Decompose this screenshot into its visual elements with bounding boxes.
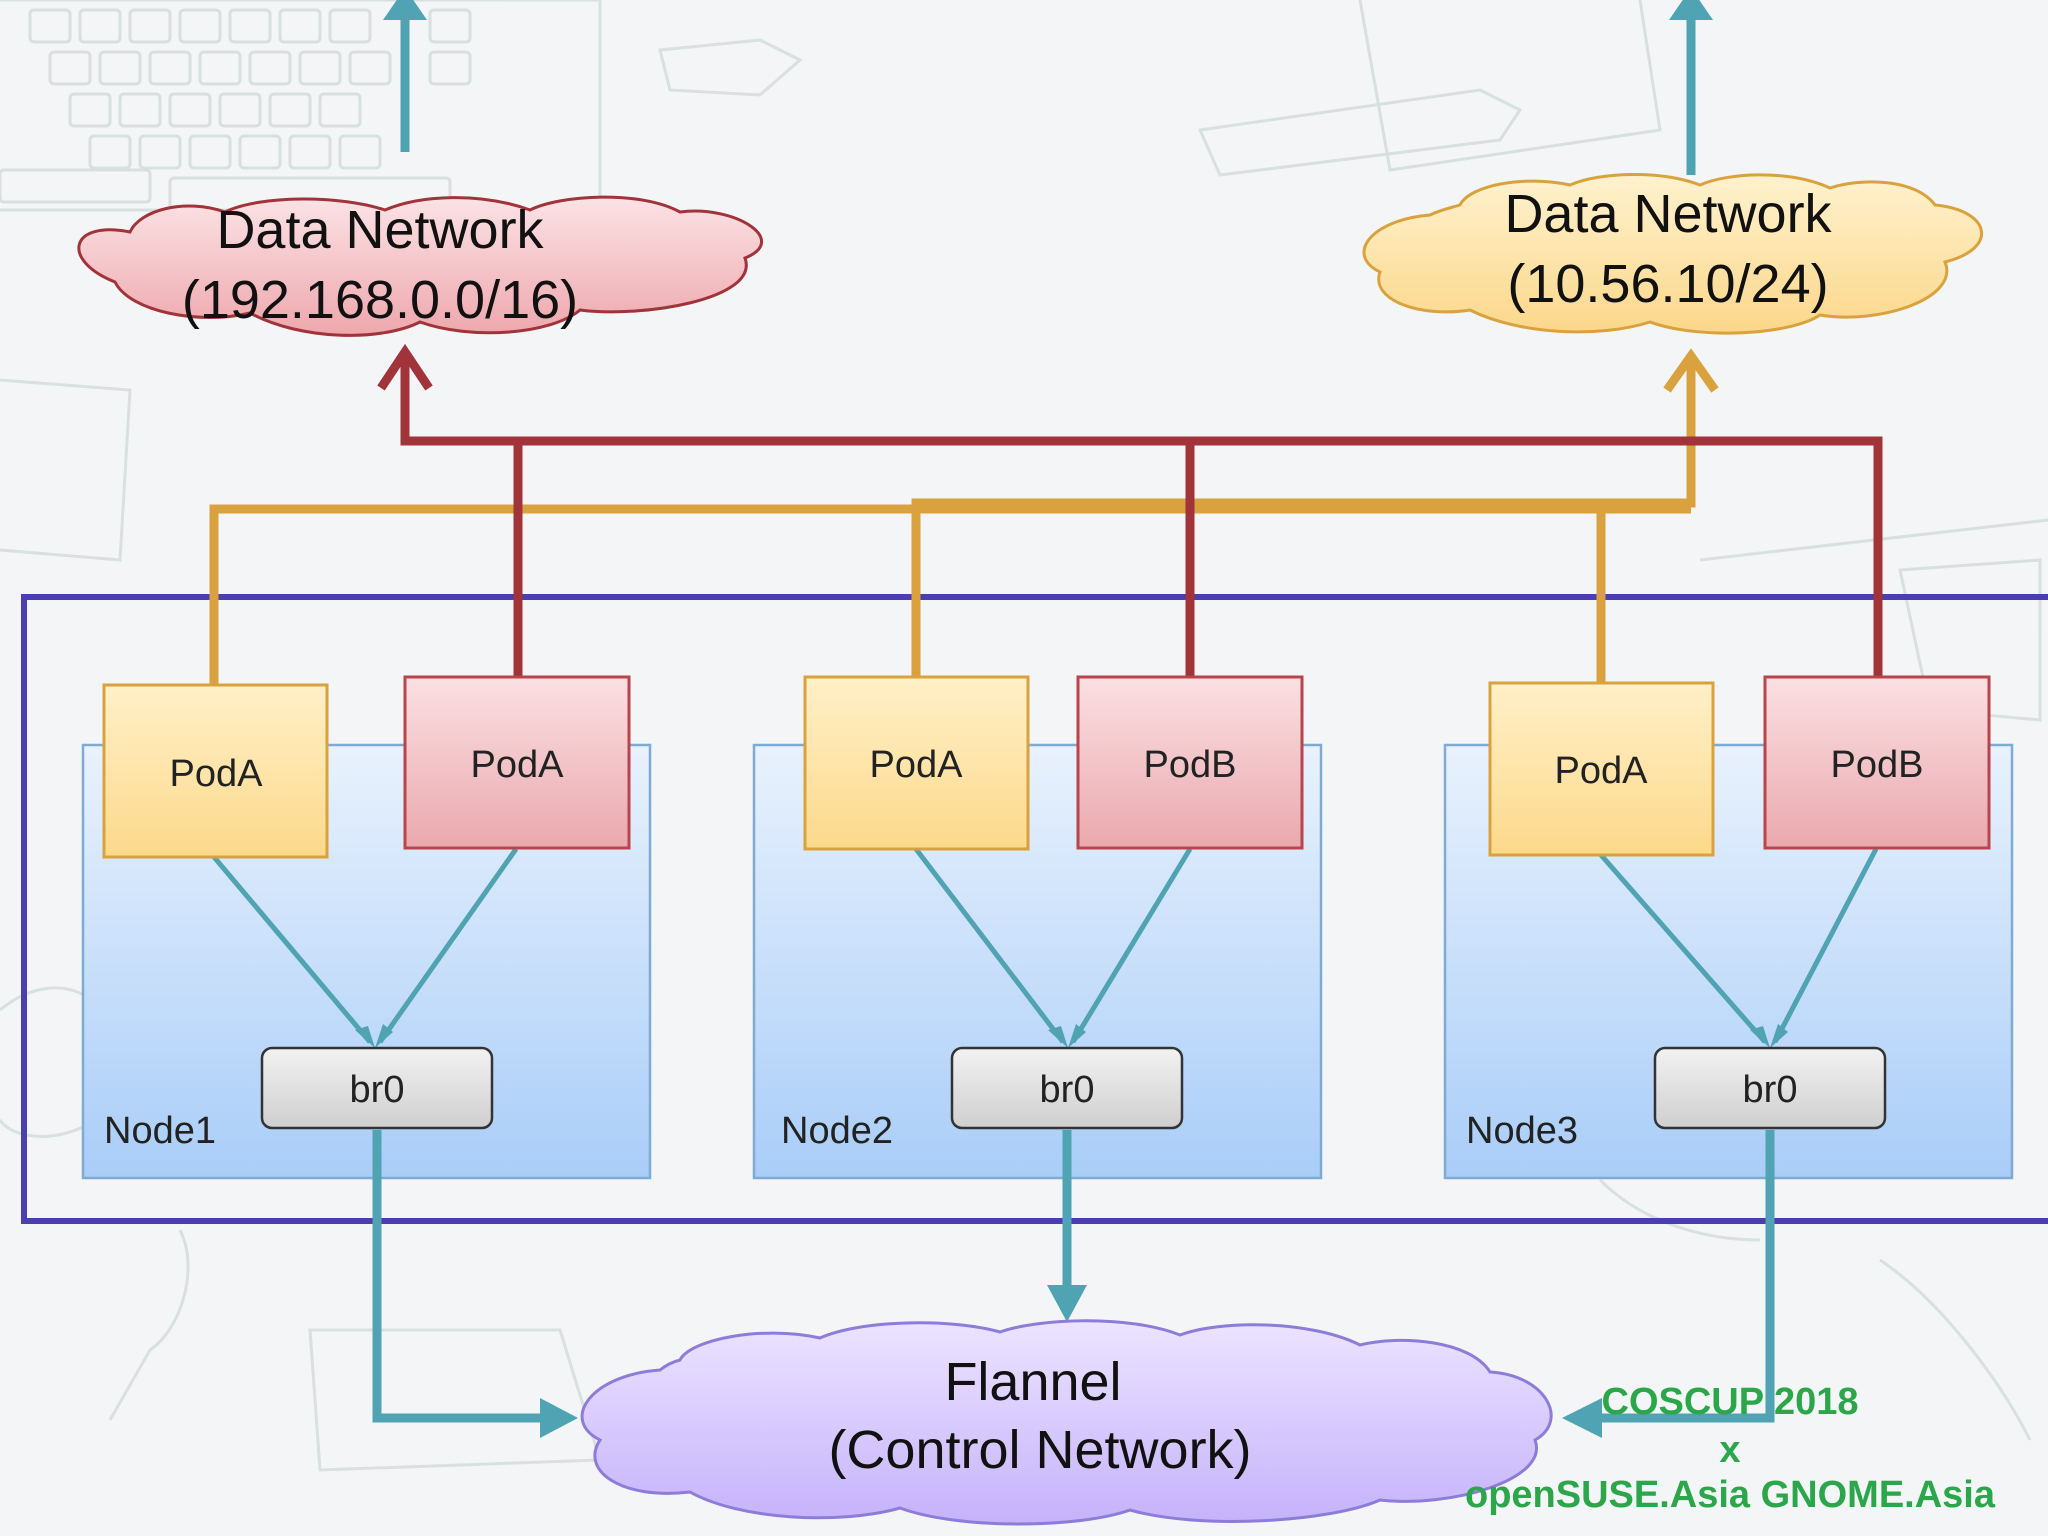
node-2-pod-2: PodB xyxy=(1076,675,1304,850)
cloud-shape xyxy=(1362,173,1984,335)
pod-box xyxy=(102,683,329,859)
pod-label: PodA xyxy=(870,744,964,786)
data-network-2-title: Data Network xyxy=(1504,184,1832,244)
cloud-shape xyxy=(77,195,763,337)
bridge-label: br0 xyxy=(1040,1069,1095,1111)
pod-label: PodA xyxy=(170,753,264,795)
data-network-2-links xyxy=(209,362,1696,684)
node-3-bridge: br0 xyxy=(1653,1046,1887,1130)
keyboard-keys xyxy=(0,8,472,212)
flannel-cloud: Flannel (Control Network) xyxy=(580,1319,1553,1526)
bridge-box xyxy=(1653,1046,1887,1130)
data-network-1-arrowhead xyxy=(377,343,433,391)
bridge-label: br0 xyxy=(1743,1069,1798,1111)
control-network-arrowheads xyxy=(383,0,1713,1438)
pod-label: PodB xyxy=(1144,744,1237,786)
event-footer: COSCUP 2018 x openSUSE.Asia GNOME.Asia xyxy=(1465,1381,1996,1516)
event-separator: x xyxy=(1719,1429,1740,1471)
data-network-2-subnet: (10.56.10/24) xyxy=(1507,254,1828,314)
node-1-label: Node1 xyxy=(104,1110,216,1152)
node-2-label: Node2 xyxy=(781,1110,893,1152)
bridge-box xyxy=(260,1046,494,1130)
pod-bridge-arrowheads xyxy=(355,1024,1788,1048)
data-network-1-cloud: Data Network (192.168.0.0/16) xyxy=(77,195,763,337)
pod-box xyxy=(403,675,631,850)
node-1-pod-2: PodA xyxy=(403,675,631,850)
pod-label: PodB xyxy=(1831,744,1924,786)
data-network-1-subnet: (192.168.0.0/16) xyxy=(182,270,578,330)
flannel-title: Flannel xyxy=(944,1352,1121,1412)
pod-bridge-connectors xyxy=(212,847,1879,1044)
pod-box xyxy=(1763,675,1991,850)
bridge-box xyxy=(950,1046,1184,1130)
pod-box xyxy=(803,675,1030,851)
node-1-bridge: br0 xyxy=(260,1046,494,1130)
pod-label: PodA xyxy=(471,744,565,786)
node-3-pod-2: PodB xyxy=(1763,675,1991,850)
event-name: COSCUP 2018 xyxy=(1602,1381,1859,1423)
data-network-1-title: Data Network xyxy=(216,200,544,260)
cloud-shape xyxy=(580,1319,1553,1526)
pod-box xyxy=(1488,681,1715,857)
node-2-pod-1: PodA xyxy=(803,675,1030,851)
data-network-2-cloud: Data Network (10.56.10/24) xyxy=(1362,173,1984,335)
flannel-subtitle: (Control Network) xyxy=(828,1420,1251,1480)
bridge-label: br0 xyxy=(350,1069,405,1111)
node-3-label: Node3 xyxy=(1466,1110,1578,1152)
data-network-1-links xyxy=(400,360,1883,676)
event-partners: openSUSE.Asia GNOME.Asia xyxy=(1465,1474,1996,1516)
pod-box xyxy=(1076,675,1304,850)
node-1-pod-1: PodA xyxy=(102,683,329,859)
pod-label: PodA xyxy=(1555,750,1649,792)
node-2-bridge: br0 xyxy=(950,1046,1184,1130)
node-3-pod-1: PodA xyxy=(1488,681,1715,857)
cluster-border xyxy=(21,594,2048,1224)
control-network-links xyxy=(372,0,1775,1423)
data-network-2-arrowhead xyxy=(1663,348,1719,393)
